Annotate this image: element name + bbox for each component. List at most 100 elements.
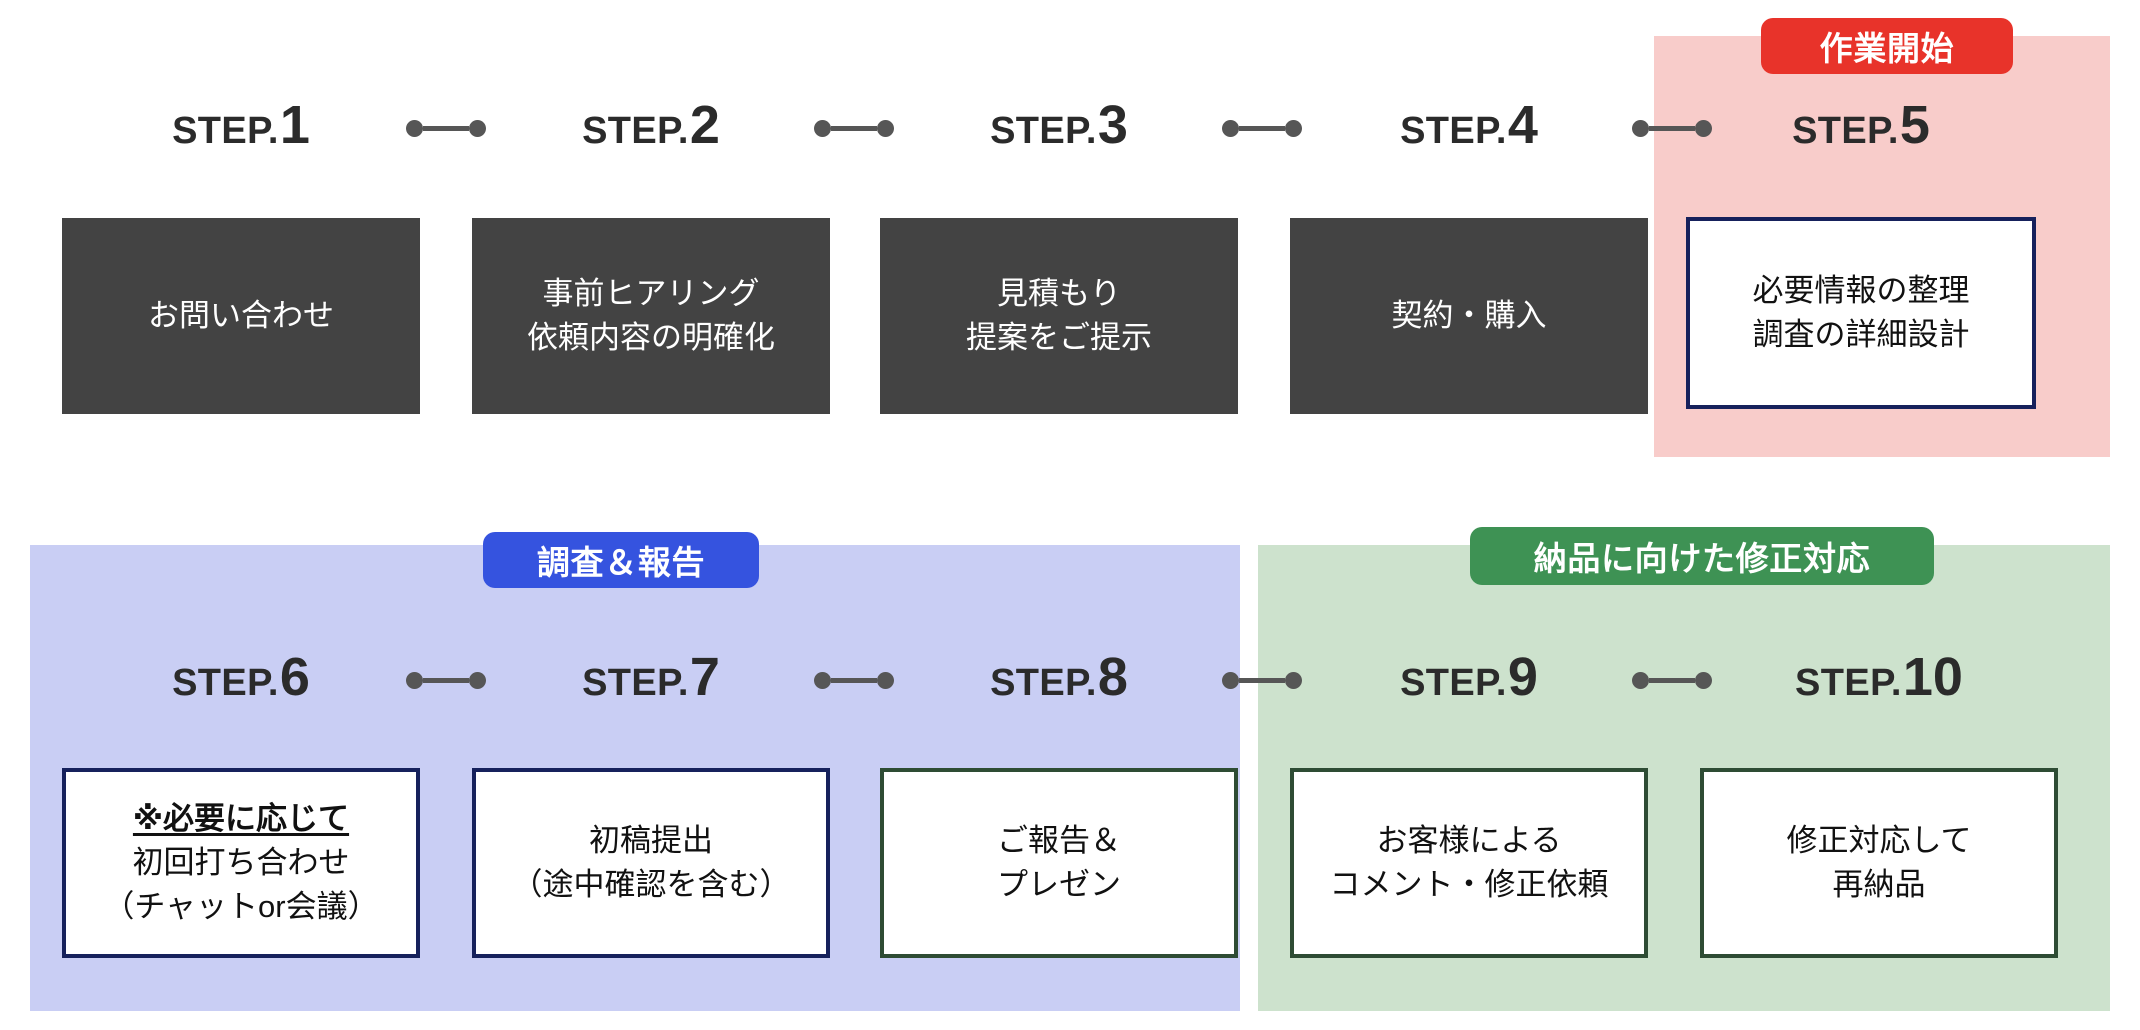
step-box-line: 提案をご提示 bbox=[966, 320, 1152, 355]
step-header-10: STEP. 10 bbox=[1700, 650, 2058, 710]
connector-dot-left-icon bbox=[406, 671, 423, 689]
step-box-line: ご報告＆ bbox=[997, 822, 1121, 858]
connector-dot-left-icon bbox=[1632, 119, 1649, 137]
step-word-3: STEP. bbox=[990, 110, 1097, 152]
connector-dot-right-icon bbox=[1695, 671, 1712, 689]
step-box-line: プレゼン bbox=[997, 867, 1121, 902]
connector-line-icon bbox=[423, 677, 469, 683]
connector-dot-right-icon bbox=[877, 119, 894, 137]
badge-survey-report-label: 調査＆報告 bbox=[536, 544, 706, 581]
connector-8-9 bbox=[1222, 671, 1302, 689]
step-box-line: お問い合わせ bbox=[148, 297, 334, 333]
step-box-line: 再納品 bbox=[1832, 867, 1926, 902]
badge-work-start-label: 作業開始 bbox=[1819, 30, 1955, 67]
step-number-10: 10 bbox=[1902, 647, 1963, 707]
connector-line-icon bbox=[1239, 677, 1285, 683]
step-box-1-text: お問い合わせ bbox=[140, 294, 342, 338]
step-box-7: 初稿提出 （途中確認を含む） bbox=[472, 768, 830, 958]
connector-dot-right-icon bbox=[469, 671, 486, 689]
step-box-line: （途中確認を含む） bbox=[511, 867, 791, 902]
connector-dot-right-icon bbox=[1695, 119, 1712, 137]
connector-9-10 bbox=[1632, 671, 1712, 689]
step-number-1: 1 bbox=[279, 95, 310, 155]
step-box-4-text: 契約・購入 bbox=[1384, 294, 1555, 338]
step-box-line: 修正対応して bbox=[1786, 822, 1972, 858]
connector-line-icon bbox=[1239, 125, 1285, 131]
step-box-line: 依頼内容の明確化 bbox=[527, 320, 775, 355]
step-header-2: STEP. 2 bbox=[472, 98, 830, 158]
step-word-1: STEP. bbox=[172, 110, 279, 152]
connector-line-icon bbox=[423, 125, 469, 131]
connector-dot-right-icon bbox=[469, 119, 486, 137]
connector-dot-left-icon bbox=[1222, 671, 1239, 689]
connector-6-7 bbox=[406, 671, 486, 689]
connector-line-icon bbox=[831, 677, 877, 683]
step-number-4: 4 bbox=[1507, 95, 1538, 155]
step-word-10: STEP. bbox=[1795, 662, 1902, 704]
step-box-line: 契約・購入 bbox=[1391, 297, 1547, 333]
badge-work-start: 作業開始 bbox=[1761, 18, 2013, 74]
connector-dot-left-icon bbox=[406, 119, 423, 137]
connector-dot-left-icon bbox=[814, 119, 831, 137]
step-box-line: 見積もり bbox=[997, 275, 1121, 311]
step-box-2-text: 事前ヒアリング 依頼内容の明確化 bbox=[519, 272, 783, 360]
step-number-5: 5 bbox=[1899, 95, 1930, 155]
connector-4-5 bbox=[1632, 119, 1712, 137]
step-number-7: 7 bbox=[689, 647, 720, 707]
step-box-line: （チャットor会議） bbox=[103, 889, 379, 924]
connector-3-4 bbox=[1222, 119, 1302, 137]
step-box-line: コメント・修正依頼 bbox=[1329, 867, 1609, 902]
connector-dot-right-icon bbox=[877, 671, 894, 689]
step-box-7-text: 初稿提出 （途中確認を含む） bbox=[504, 819, 799, 907]
step-number-3: 3 bbox=[1097, 95, 1128, 155]
step-box-line: 事前ヒアリング bbox=[542, 275, 760, 311]
step-header-7: STEP. 7 bbox=[472, 650, 830, 710]
badge-delivery-fix-label: 納品に向けた修正対応 bbox=[1533, 540, 1871, 577]
connector-dot-left-icon bbox=[1632, 671, 1649, 689]
step-word-7: STEP. bbox=[582, 662, 689, 704]
step-header-5: STEP. 5 bbox=[1686, 98, 2036, 158]
connector-line-icon bbox=[1649, 677, 1695, 683]
step-header-6: STEP. 6 bbox=[62, 650, 420, 710]
connector-dot-left-icon bbox=[1222, 119, 1239, 137]
step-number-9: 9 bbox=[1507, 647, 1538, 707]
connector-2-3 bbox=[814, 119, 894, 137]
step-word-9: STEP. bbox=[1400, 662, 1507, 704]
connector-line-icon bbox=[831, 125, 877, 131]
step-box-line: 調査の詳細設計 bbox=[1752, 317, 1970, 352]
step-box-3-text: 見積もり 提案をご提示 bbox=[958, 272, 1160, 360]
step-box-line: 初稿提出 bbox=[589, 822, 713, 858]
step-box-1: お問い合わせ bbox=[62, 218, 420, 414]
connector-dot-right-icon bbox=[1285, 671, 1302, 689]
step-number-2: 2 bbox=[689, 95, 720, 155]
step-word-2: STEP. bbox=[582, 110, 689, 152]
step-box-4: 契約・購入 bbox=[1290, 218, 1648, 414]
connector-7-8 bbox=[814, 671, 894, 689]
step-box-5-text: 必要情報の整理 調査の詳細設計 bbox=[1745, 269, 1978, 357]
step-header-8: STEP. 8 bbox=[880, 650, 1238, 710]
badge-delivery-fix: 納品に向けた修正対応 bbox=[1470, 527, 1934, 585]
step-box-6: ※必要に応じて 初回打ち合わせ （チャットor会議） bbox=[62, 768, 420, 958]
connector-dot-right-icon bbox=[1285, 119, 1302, 137]
step-header-1: STEP. 1 bbox=[62, 98, 420, 158]
step-header-3: STEP. 3 bbox=[880, 98, 1238, 158]
step-number-6: 6 bbox=[279, 647, 310, 707]
step-box-line: 必要情報の整理 bbox=[1752, 272, 1970, 308]
step-box-8-text: ご報告＆ プレゼン bbox=[989, 819, 1129, 907]
connector-dot-left-icon bbox=[814, 671, 831, 689]
connector-1-2 bbox=[406, 119, 486, 137]
step-box-line: 初回打ち合わせ bbox=[132, 844, 350, 880]
step-word-6: STEP. bbox=[172, 662, 279, 704]
step-box-line: お客様による bbox=[1376, 822, 1562, 858]
connector-line-icon bbox=[1649, 125, 1695, 131]
step-word-4: STEP. bbox=[1400, 110, 1507, 152]
step-box-6-text: ※必要に応じて 初回打ち合わせ （チャットor会議） bbox=[95, 797, 386, 929]
step-box-10-text: 修正対応して 再納品 bbox=[1778, 819, 1979, 907]
step-box-10: 修正対応して 再納品 bbox=[1700, 768, 2058, 958]
step-header-9: STEP. 9 bbox=[1290, 650, 1648, 710]
step-box-8: ご報告＆ プレゼン bbox=[880, 768, 1238, 958]
step-box-9-text: お客様による コメント・修正依頼 bbox=[1322, 819, 1617, 907]
step-header-4: STEP. 4 bbox=[1290, 98, 1648, 158]
step-box-5: 必要情報の整理 調査の詳細設計 bbox=[1686, 217, 2036, 409]
